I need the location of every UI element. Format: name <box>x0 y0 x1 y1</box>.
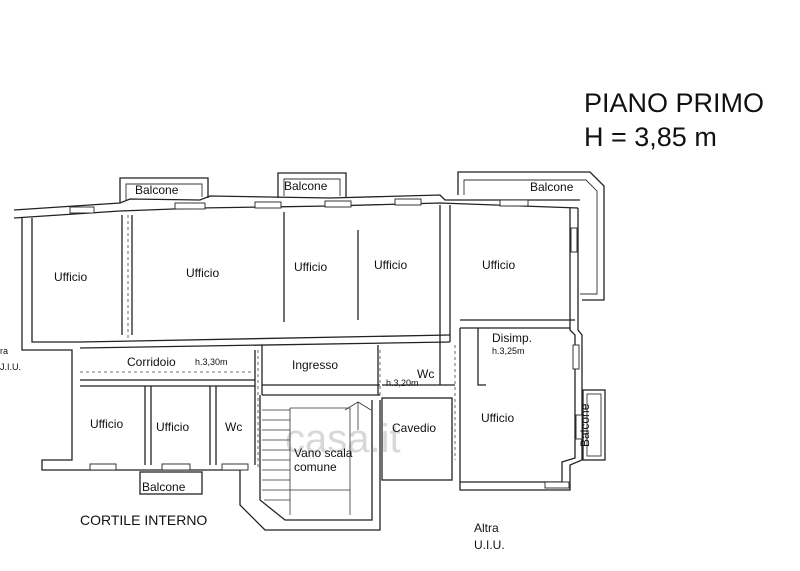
room-labels: Ufficio Ufficio Ufficio Ufficio Ufficio … <box>54 179 592 494</box>
left-uiu-label: J.I.U. <box>0 362 21 372</box>
balcone-label-3: Balcone <box>530 180 574 194</box>
cortile-interno-label: CORTILE INTERNO <box>80 512 207 528</box>
room-ufficio-1: Ufficio <box>54 270 87 284</box>
balcone-label-5: Balcone <box>578 403 592 447</box>
room-cavedio: Cavedio <box>392 421 436 435</box>
room-corridoio: Corridoio <box>127 355 176 369</box>
balconies <box>119 171 606 495</box>
altra-uiu-label: Altra <box>474 521 499 535</box>
staircase <box>262 401 372 515</box>
room-ufficio-7: Ufficio <box>156 420 189 434</box>
balcone-label-2: Balcone <box>284 179 328 193</box>
room-ufficio-6: Ufficio <box>90 417 123 431</box>
dashed-lines <box>80 215 456 470</box>
disimpegno-height: h.3,25m <box>492 346 525 356</box>
room-ufficio-5: Ufficio <box>482 258 515 272</box>
room-vano-scala-comune: comune <box>294 460 337 474</box>
room-ingresso: Ingresso <box>292 358 338 372</box>
room-vano-scala: Vano scala <box>294 446 353 460</box>
left-altra-label: ra <box>0 346 8 356</box>
altra-uiu-label-2: U.I.U. <box>474 538 505 552</box>
windows <box>69 198 583 489</box>
ceiling-height: H = 3,85 m <box>584 122 717 152</box>
corridoio-height: h.3,30m <box>195 357 228 367</box>
room-ufficio-4: Ufficio <box>374 258 407 272</box>
room-wc-2: Wc <box>225 420 242 434</box>
interior-walls <box>79 205 575 465</box>
room-ufficio-2: Ufficio <box>186 266 219 280</box>
room-ufficio-3: Ufficio <box>294 260 327 274</box>
watermark: casa.it <box>285 417 401 461</box>
balcone-label-1: Balcone <box>135 183 179 197</box>
room-disimpegno: Disimp. <box>492 331 532 345</box>
room-wc-1: Wc <box>417 367 434 381</box>
outside-labels: CORTILE INTERNO Altra U.I.U. ra J.I.U. <box>0 346 505 552</box>
balcone-label-4: Balcone <box>142 480 186 494</box>
floor-title: PIANO PRIMO <box>584 88 764 118</box>
room-ufficio-8: Ufficio <box>481 411 514 425</box>
wc-height: h.3,20m <box>386 378 419 388</box>
